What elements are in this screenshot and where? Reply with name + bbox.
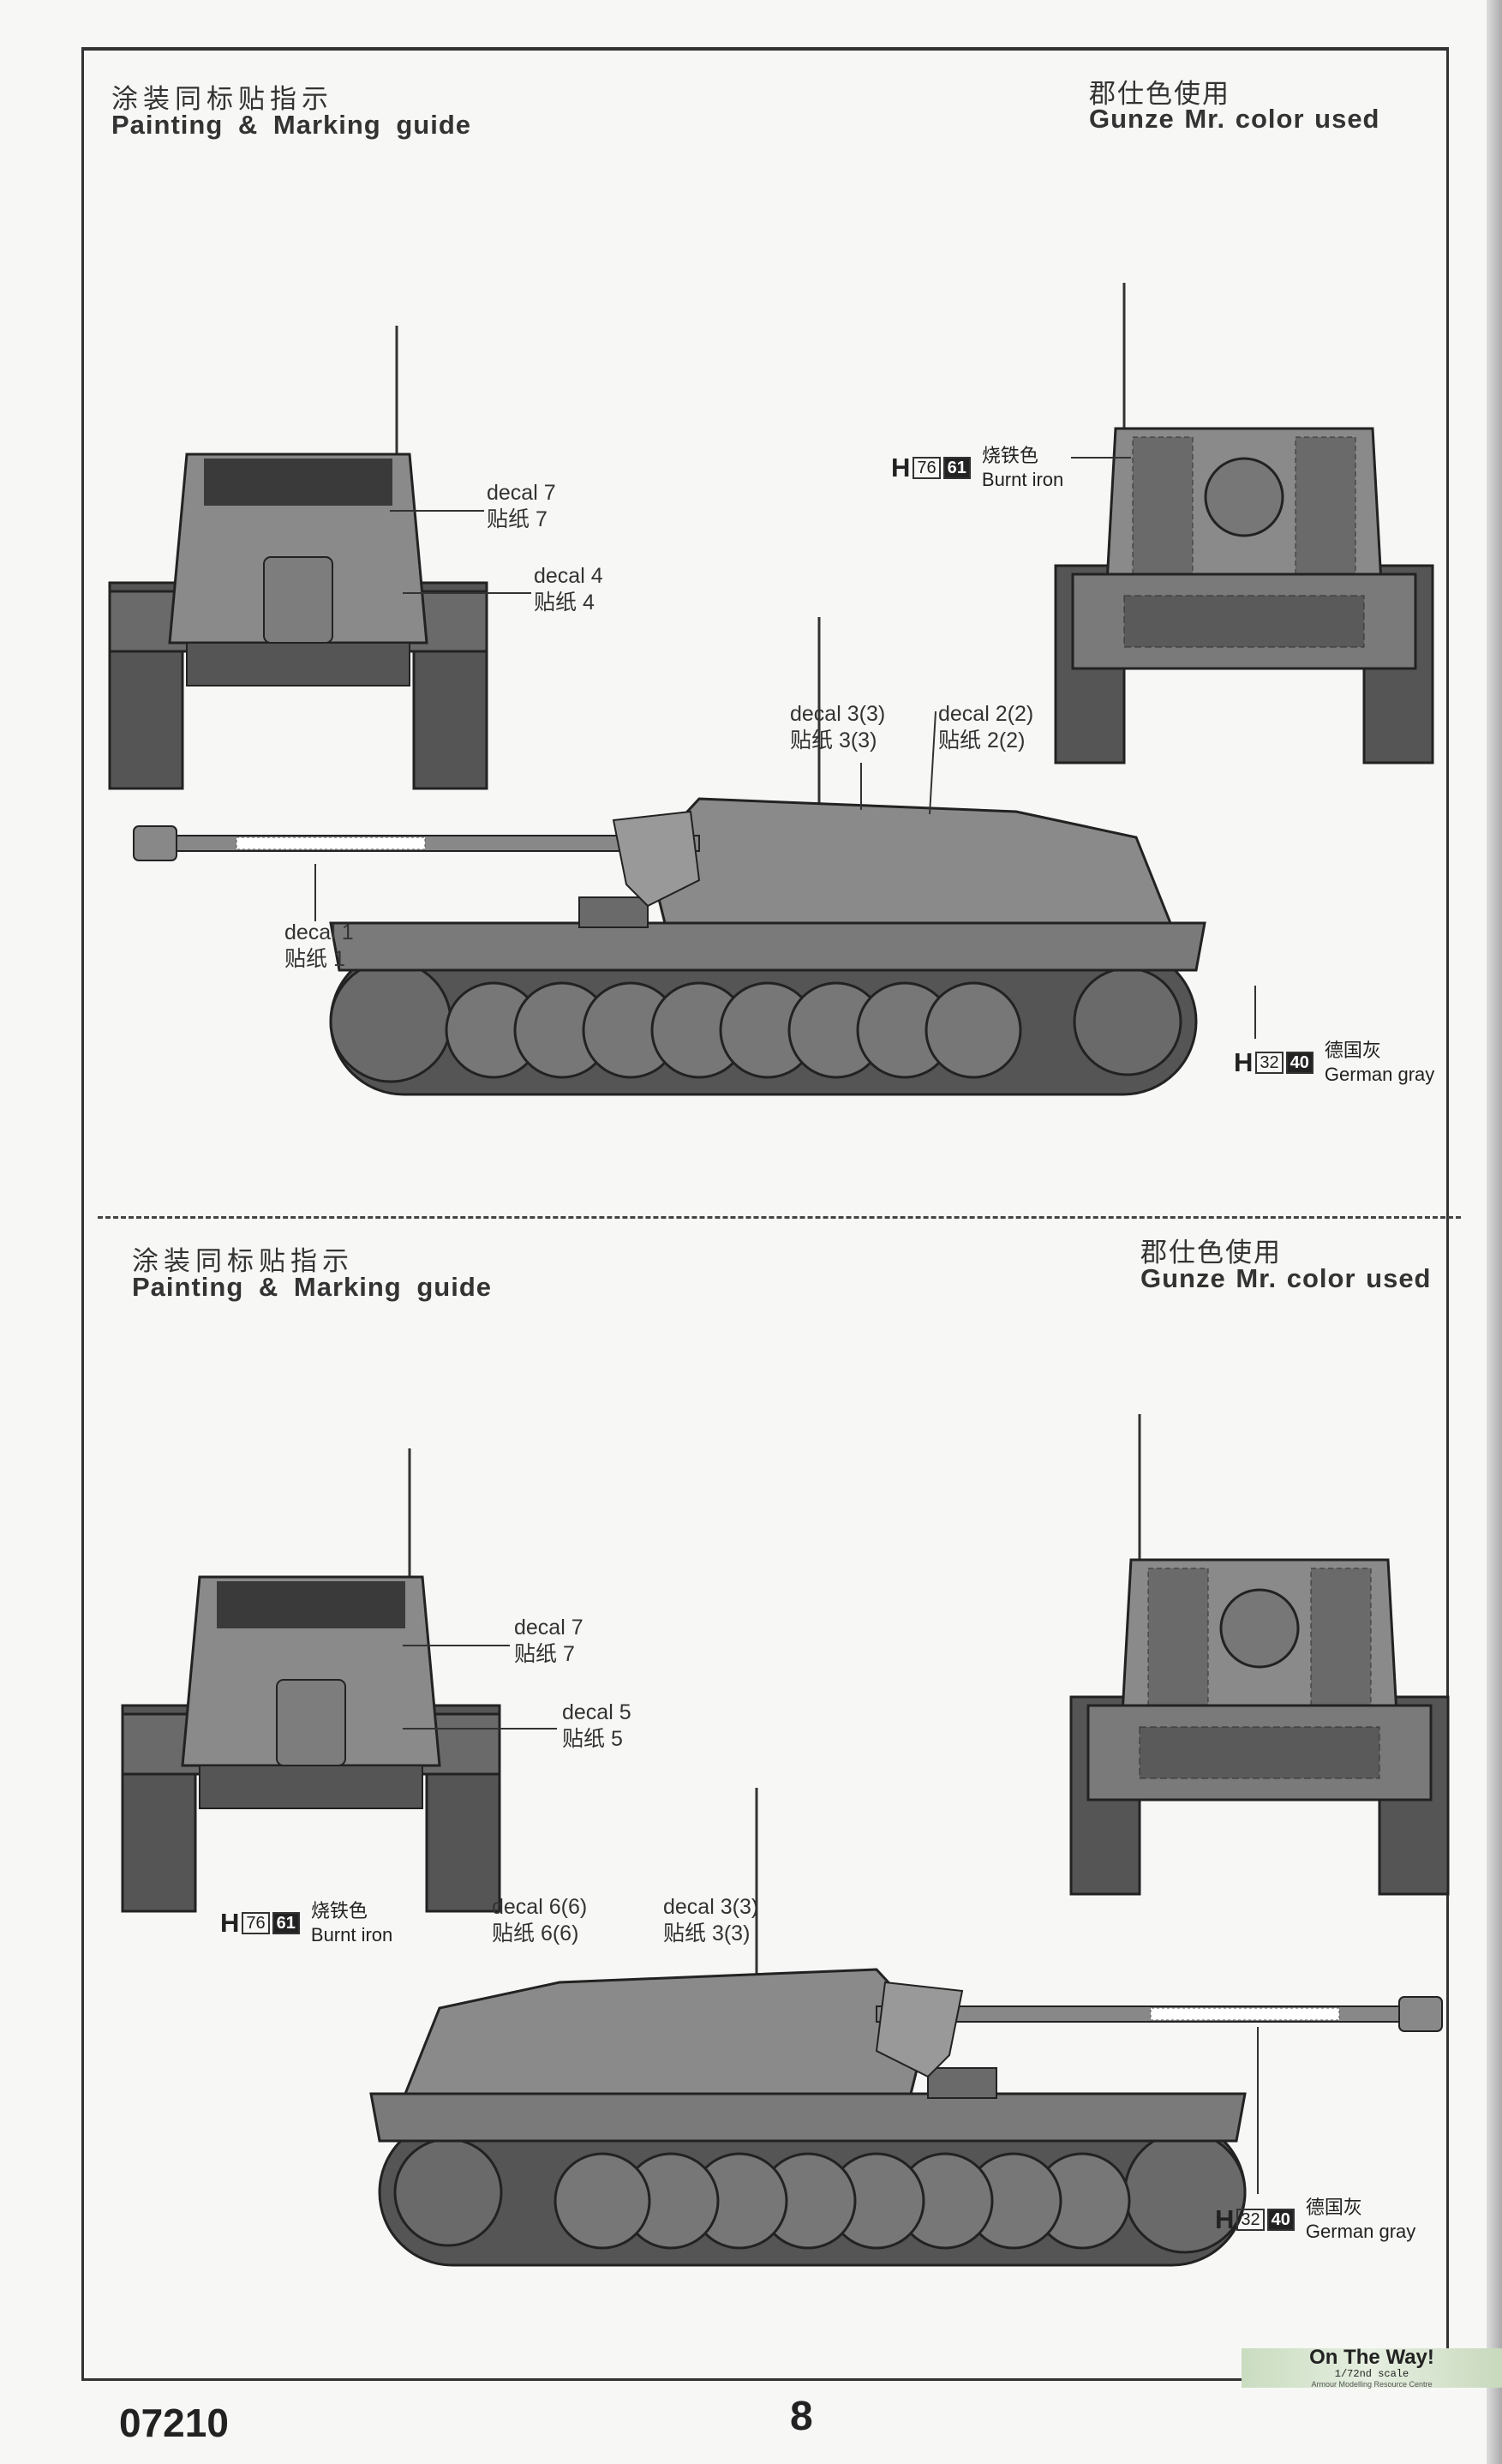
decal-label: decal 2(2)贴纸 2(2): [938, 702, 1034, 752]
rear-view-2: [1069, 1412, 1450, 1896]
watermark-subtitle: Armour Modelling Resource Centre: [1311, 2380, 1433, 2389]
page-number: 8: [790, 2394, 813, 2439]
section-2-title-cn: 涂装同标贴指示: [132, 1246, 354, 1276]
front-view-2: [121, 1447, 501, 1913]
section-2-title-en: Painting & Marking guide: [132, 1272, 493, 1302]
watermark-logo: On The Way! 1/72nd scale Armour Modellin…: [1242, 2346, 1502, 2389]
section-1-colors-cn: 郡仕色使用: [1089, 79, 1230, 109]
scan-page-edge: [1487, 0, 1502, 2464]
section-2-colors-en: Gunze Mr. color used: [1140, 1263, 1432, 1293]
front-view-1: [108, 324, 488, 790]
product-code: 07210: [119, 2401, 229, 2445]
rear-view-1: [1054, 281, 1434, 764]
watermark-title: On The Way!: [1309, 2346, 1434, 2369]
section-1-colors-en: Gunze Mr. color used: [1089, 104, 1380, 134]
watermark-scale: 1/72nd scale: [1334, 2368, 1409, 2380]
section-2-colors-cn: 郡仕色使用: [1140, 1238, 1282, 1268]
page-frame: [81, 47, 1449, 2381]
section-1-title-cn: 涂装同标贴指示: [111, 84, 333, 114]
section-divider: [98, 1216, 1461, 1219]
decal-label: decal 3(3)贴纸 3(3): [663, 1895, 759, 1945]
side-view-1: [132, 615, 1206, 1096]
section-1-title-en: Painting & Marking guide: [111, 110, 472, 140]
side-view-2: [369, 1786, 1444, 2267]
decal-label: decal 6(6)贴纸 6(6): [492, 1895, 588, 1945]
decal-label: decal 3(3)贴纸 3(3): [790, 702, 886, 752]
